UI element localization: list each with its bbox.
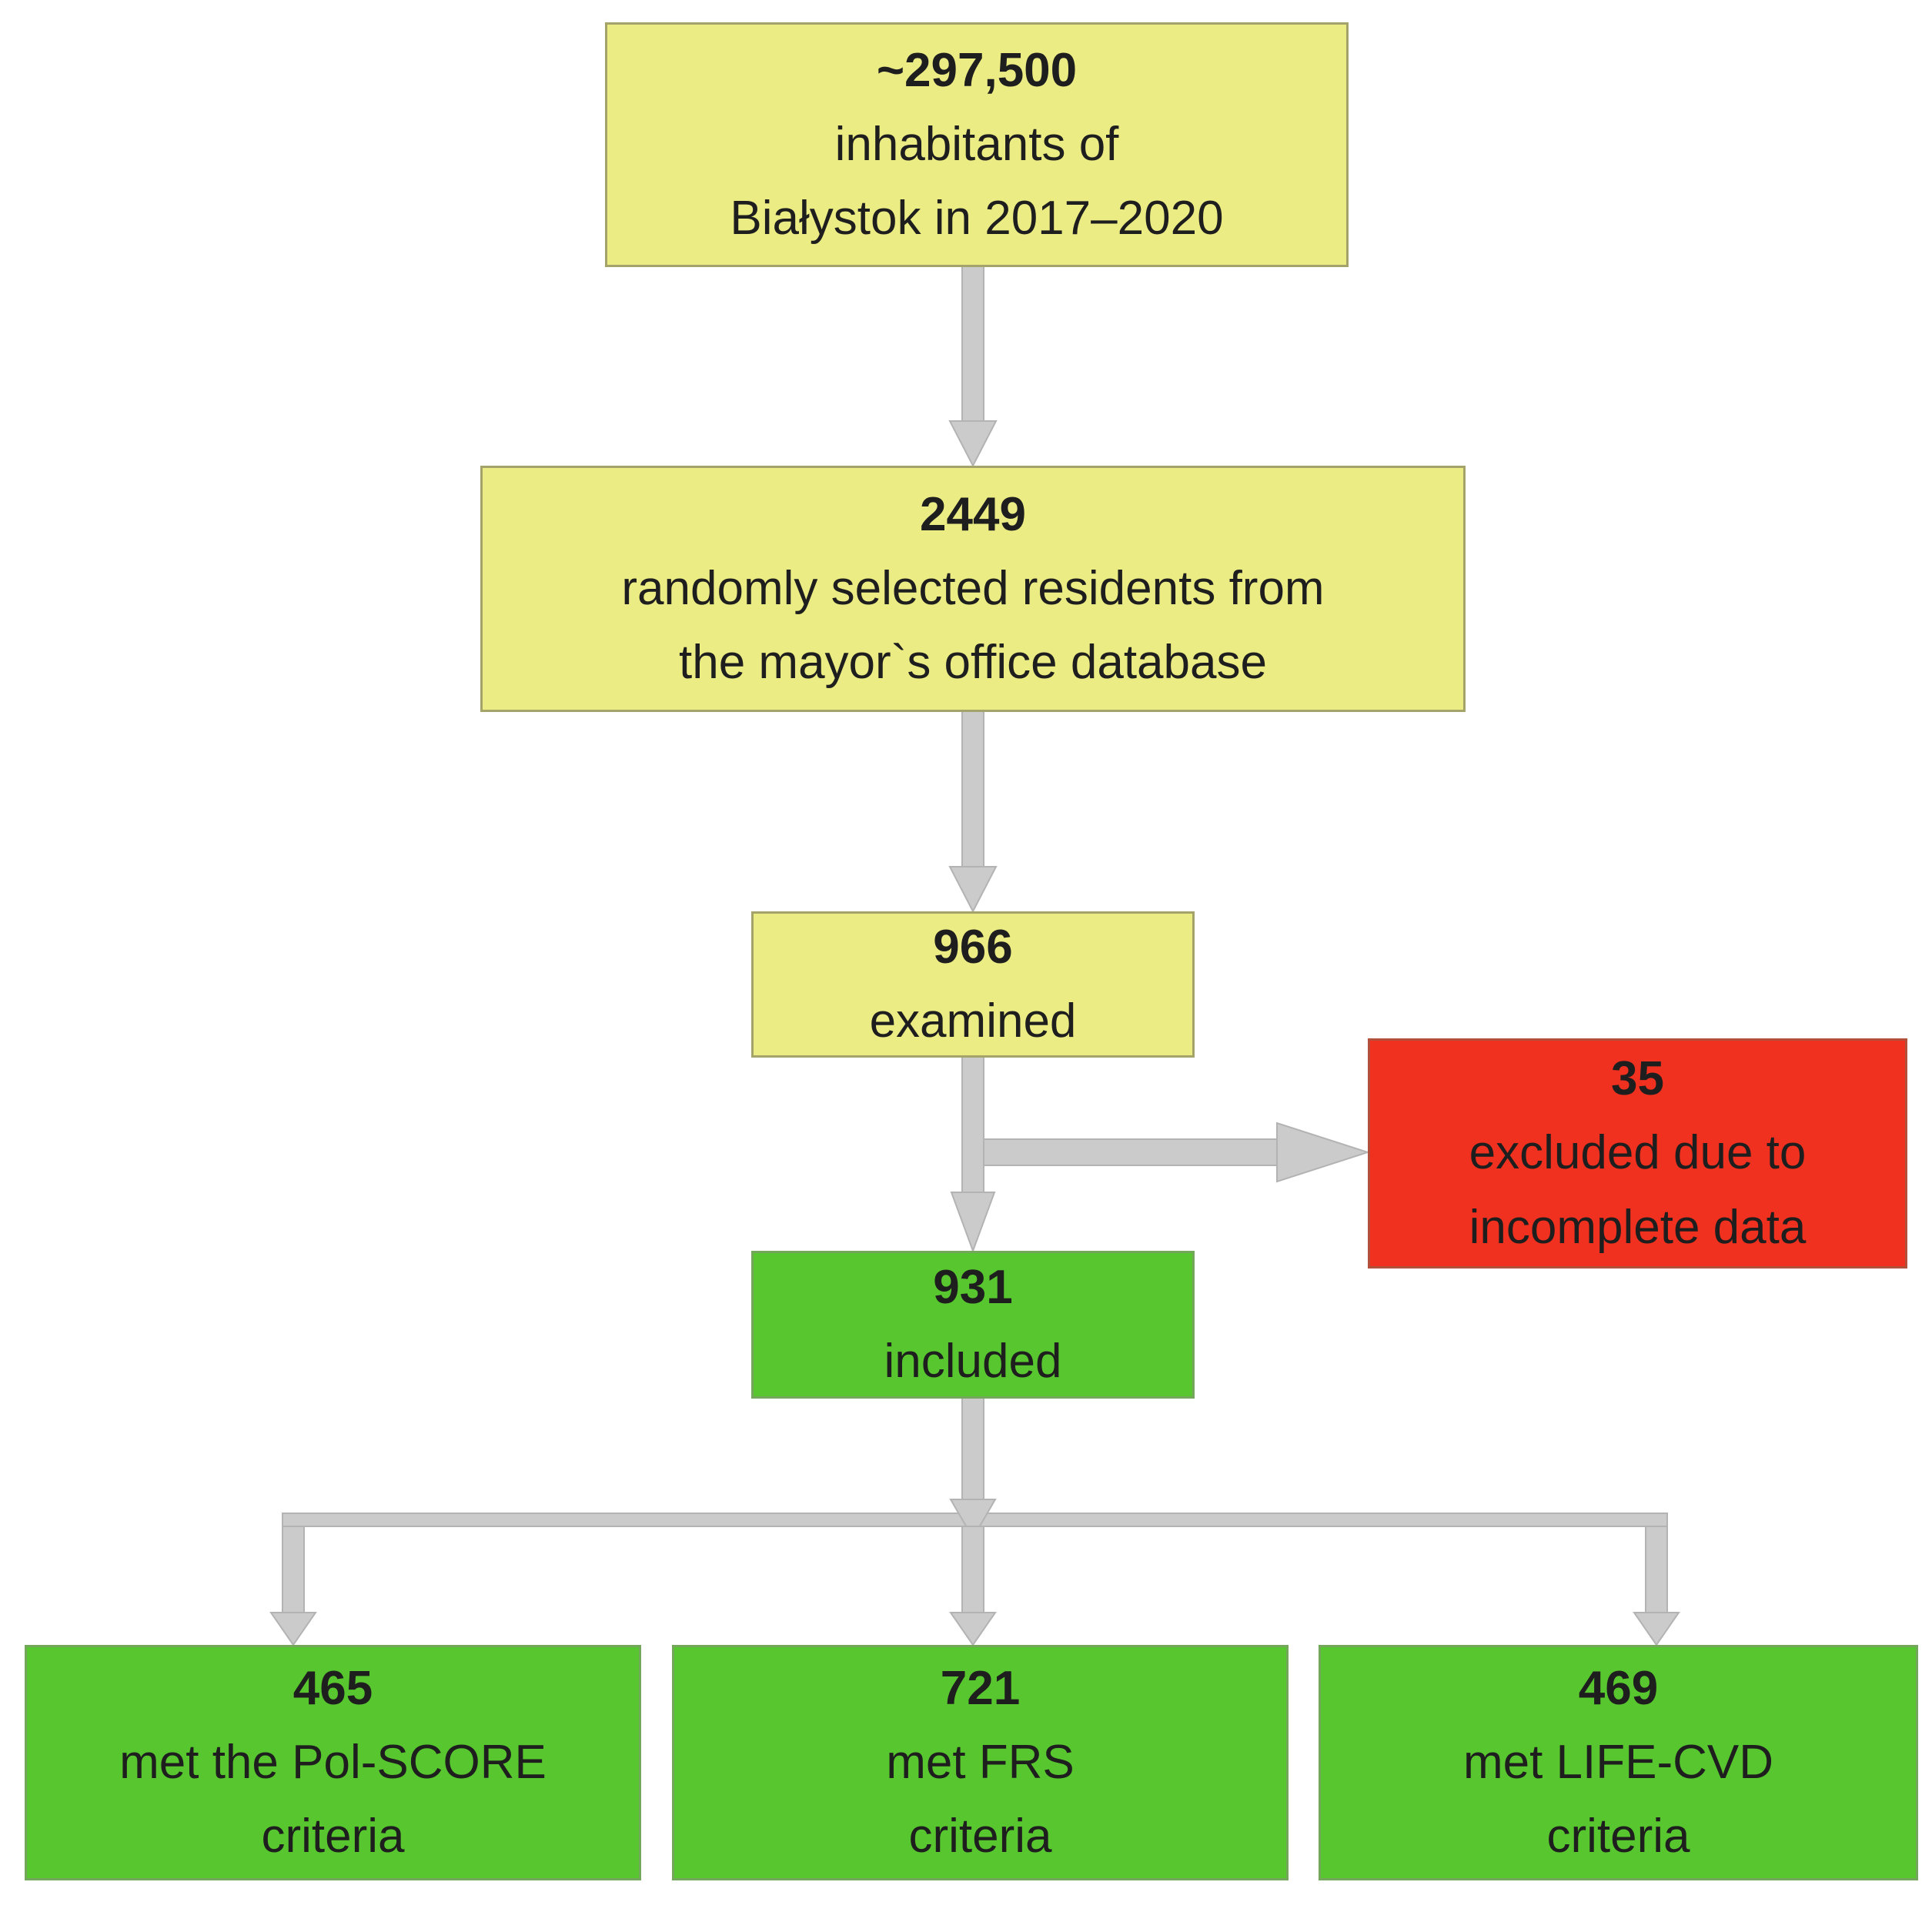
node-met-polscore-value: 465 (292, 1661, 373, 1715)
node-excluded-line: excluded due to (1469, 1126, 1807, 1180)
node-included-line: included (884, 1335, 1062, 1388)
edge-branch-lifecvd (1633, 1526, 1680, 1646)
edge-branch-polscore (269, 1526, 317, 1646)
node-excluded-line: incomplete data (1469, 1200, 1807, 1254)
node-met-polscore-line: criteria (261, 1810, 405, 1864)
edge-branch-frs (949, 1526, 997, 1646)
node-excluded: 35 excluded due to incomplete data (1368, 1038, 1907, 1269)
node-population-line: Białystok in 2017–2020 (730, 192, 1224, 246)
node-selected-line: randomly selected residents from (621, 561, 1325, 615)
node-population: ~297,500 inhabitants of Białystok in 201… (605, 22, 1349, 267)
node-met-lifecvd-line: met LIFE-CVD (1462, 1735, 1774, 1789)
node-met-lifecvd-line: criteria (1546, 1810, 1690, 1864)
node-examined: 966 examined (751, 911, 1195, 1058)
node-met-lifecvd: 469 met LIFE-CVD criteria (1319, 1645, 1918, 1880)
node-met-lifecvd-value: 469 (1578, 1661, 1659, 1715)
edge-examined-excluded (983, 1121, 1371, 1183)
node-examined-line: examined (869, 994, 1077, 1048)
node-met-frs-value: 721 (940, 1661, 1021, 1715)
node-population-line: inhabitants of (834, 117, 1119, 171)
edge-included-branch (949, 1396, 997, 1539)
node-examined-value: 966 (933, 920, 1013, 974)
node-included: 931 included (751, 1251, 1195, 1399)
node-met-polscore: 465 met the Pol-SCORE criteria (25, 1645, 641, 1880)
edge-population-selected (948, 264, 998, 468)
edge-selected-examined (948, 709, 998, 914)
node-selected: 2449 randomly selected residents from th… (480, 466, 1466, 712)
node-included-value: 931 (933, 1260, 1013, 1314)
node-excluded-value: 35 (1611, 1052, 1664, 1106)
node-population-value: ~297,500 (876, 43, 1078, 97)
node-met-frs-line: met FRS (886, 1735, 1075, 1789)
node-selected-line: the mayor`s office database (679, 636, 1267, 690)
edge-examined-included (950, 1055, 996, 1253)
node-met-frs-line: criteria (908, 1810, 1052, 1864)
node-met-frs: 721 met FRS criteria (672, 1645, 1289, 1880)
node-met-polscore-line: met the Pol-SCORE (119, 1735, 547, 1789)
node-selected-value: 2449 (920, 487, 1026, 541)
